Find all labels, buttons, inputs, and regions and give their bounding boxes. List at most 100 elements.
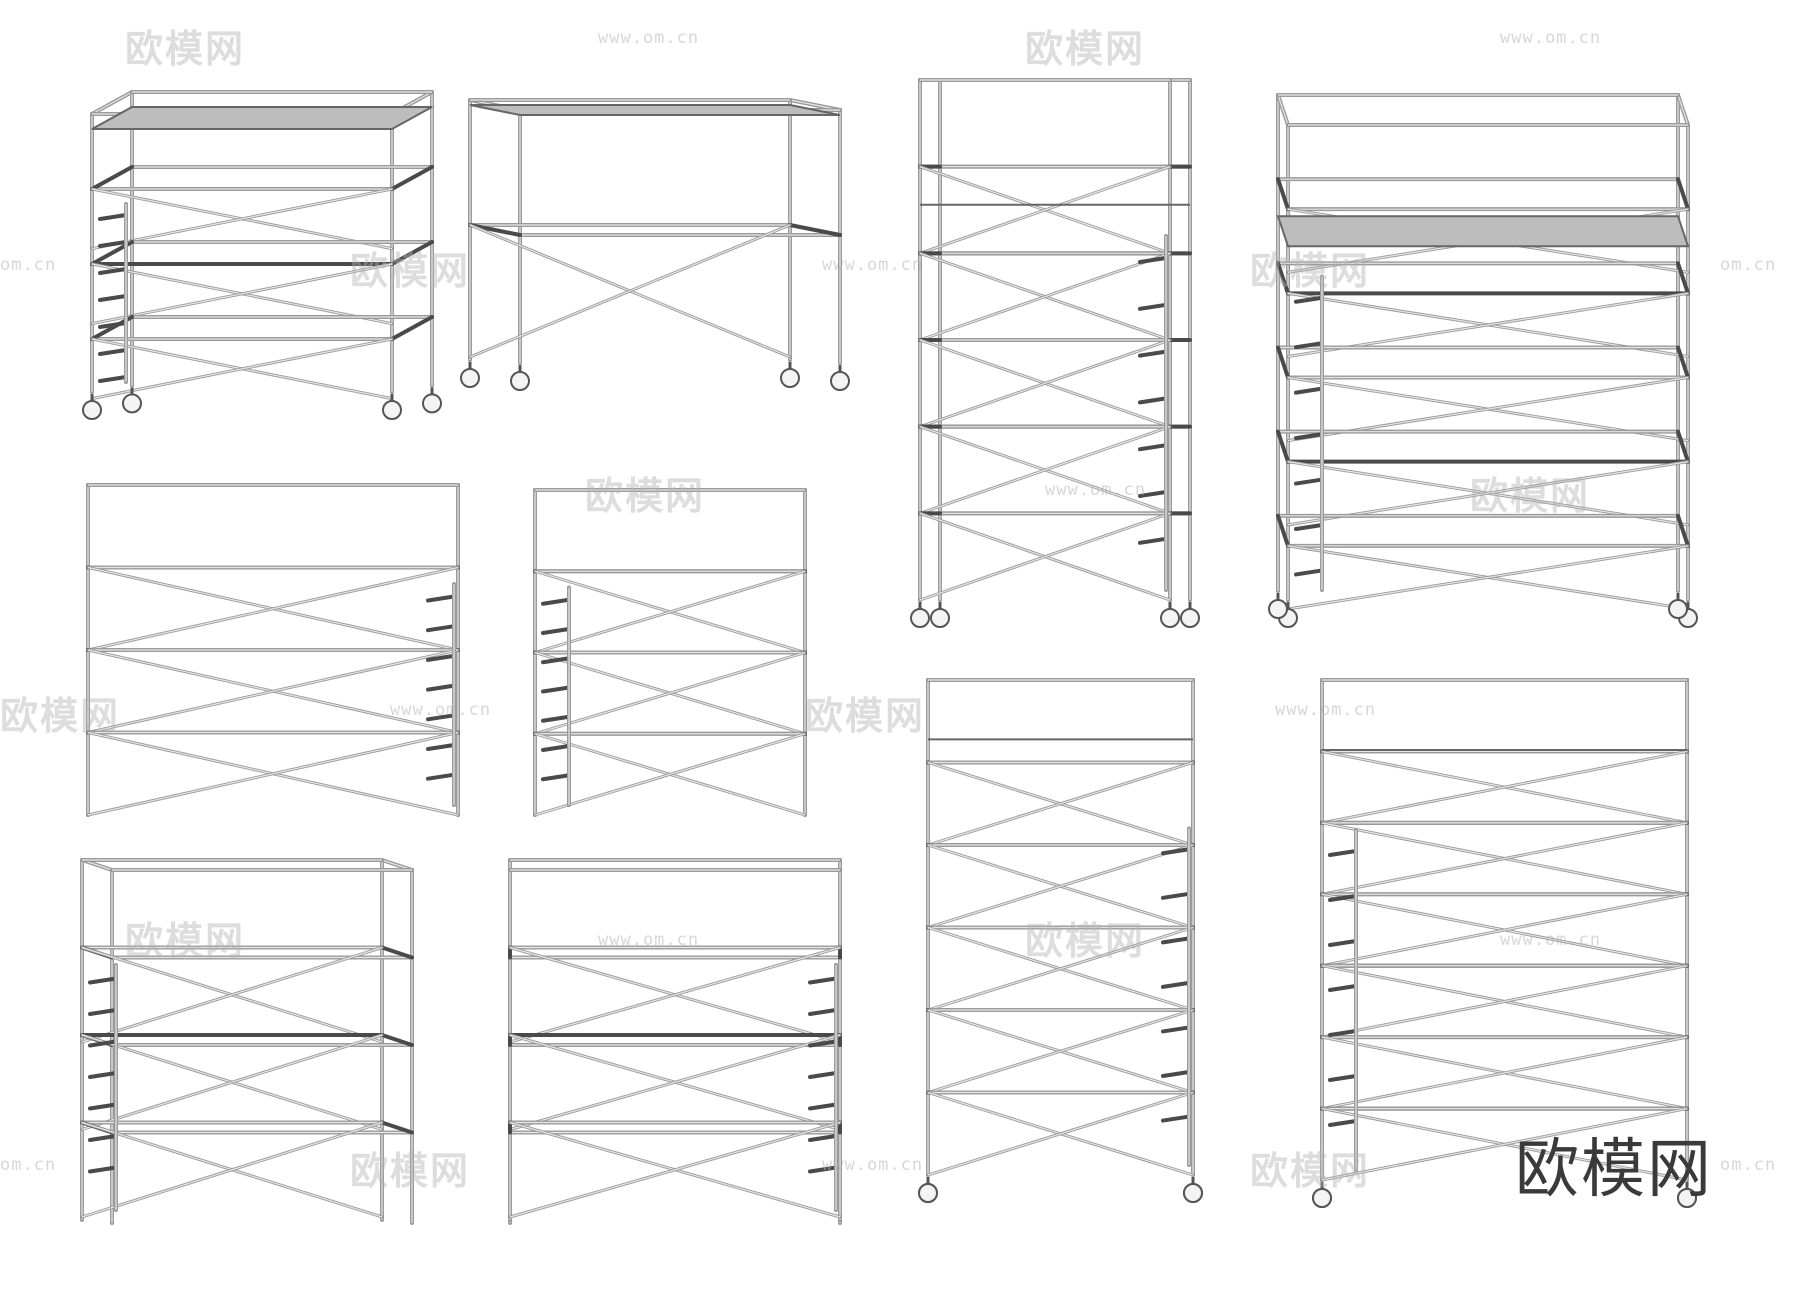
watermark-url: www.om.cn — [1500, 28, 1602, 48]
caster-wheel — [1160, 608, 1180, 628]
watermark-brand: 欧模网 — [350, 1149, 471, 1193]
scaffold-4 — [1268, 93, 1698, 628]
tube — [1138, 396, 1168, 405]
scaffold-5 — [86, 483, 460, 817]
tube — [1138, 536, 1168, 545]
tube — [808, 1102, 838, 1111]
caster-wheel — [1668, 599, 1688, 619]
caster-wheel — [1183, 1183, 1203, 1203]
watermark-url: www.om.cn — [1500, 930, 1602, 950]
tube — [98, 213, 128, 221]
tube — [1161, 1025, 1191, 1034]
tube — [380, 945, 414, 960]
watermark-url: www.om.cn — [822, 1155, 924, 1175]
tube-highlight — [919, 512, 1171, 601]
watermark-url: www.om.cn — [598, 930, 700, 950]
watermark-brand: 欧模网 — [585, 474, 706, 518]
tube — [541, 685, 571, 694]
tube — [1294, 341, 1324, 350]
tube-highlight — [509, 1121, 841, 1218]
tube — [426, 594, 456, 603]
tube-highlight — [927, 1009, 1194, 1094]
tube-highlight — [927, 1091, 1194, 1176]
brand-logo: 欧模网 — [1515, 1133, 1713, 1207]
tube — [98, 267, 128, 275]
tube-highlight — [1321, 893, 1688, 967]
tube-highlight — [534, 570, 806, 654]
tube-highlight — [919, 339, 1171, 428]
tube — [1676, 345, 1690, 380]
caster-wheel — [382, 400, 402, 420]
tube — [808, 976, 838, 985]
tube — [808, 1071, 838, 1079]
platform-deck — [91, 106, 433, 130]
tube — [808, 1008, 838, 1016]
tube — [1294, 432, 1324, 441]
watermark-brand: 欧模网 — [1025, 27, 1146, 71]
watermark-url: www.om.cn — [822, 255, 924, 275]
caster-wheel — [460, 368, 480, 388]
tube-highlight — [919, 166, 1171, 254]
tube — [88, 1165, 118, 1174]
tube-highlight — [81, 1121, 383, 1218]
tube — [88, 1134, 118, 1142]
tube-highlight — [509, 1034, 841, 1131]
tube — [98, 294, 128, 302]
scaffold-2 — [460, 98, 850, 391]
tube-highlight — [91, 263, 393, 325]
tube — [1676, 261, 1690, 296]
tube — [1328, 1119, 1358, 1127]
tube-highlight — [1321, 1107, 1688, 1181]
watermark-brand: 欧模网 — [1250, 1149, 1371, 1193]
watermark-brand: 欧模网 — [350, 249, 471, 293]
tube — [1676, 177, 1690, 212]
tube — [426, 653, 456, 662]
tube — [1294, 295, 1324, 304]
caster-wheel — [910, 608, 930, 628]
tube-highlight — [927, 761, 1194, 846]
tube-highlight — [81, 1034, 383, 1131]
tube — [541, 656, 571, 665]
tube — [88, 1039, 118, 1048]
tube — [88, 1071, 118, 1079]
caster-wheel — [82, 400, 102, 420]
tube — [380, 1033, 414, 1047]
watermark-brand: 欧模网 — [1250, 249, 1371, 293]
platform-deck — [1276, 215, 1690, 248]
tube — [808, 1165, 838, 1174]
tube — [541, 773, 571, 782]
scaffold-9 — [918, 678, 1203, 1203]
watermark-url: om.cn — [1720, 1155, 1777, 1175]
watermark-brand: 欧模网 — [125, 27, 246, 71]
tube — [1161, 891, 1191, 900]
tube — [1276, 177, 1290, 212]
platform-deck — [469, 104, 841, 116]
tube-highlight — [534, 651, 806, 735]
watermark-url: om.cn — [0, 255, 57, 275]
tube-highlight — [927, 926, 1194, 1011]
tube — [1328, 1074, 1358, 1082]
tube-highlight — [87, 649, 459, 734]
tube-highlight — [1321, 822, 1688, 895]
tube — [1328, 939, 1358, 947]
tube — [1138, 490, 1168, 498]
tube — [98, 348, 128, 356]
scaffold-8 — [508, 858, 842, 1225]
tube — [88, 976, 118, 985]
tube-highlight — [534, 733, 806, 816]
tube — [1328, 1029, 1358, 1037]
tube — [1294, 386, 1324, 395]
tube — [1161, 1070, 1191, 1078]
tube-highlight — [1321, 1036, 1688, 1110]
watermark-url: om.cn — [0, 1155, 57, 1175]
tube — [426, 624, 456, 633]
tube — [1328, 849, 1358, 857]
tube-highlight — [1287, 545, 1689, 610]
watermark-brand: 欧模网 — [0, 694, 121, 738]
tube-highlight — [509, 946, 841, 1043]
tube — [390, 315, 434, 341]
tube — [390, 165, 434, 191]
tube — [1161, 980, 1191, 989]
tube — [98, 240, 128, 248]
